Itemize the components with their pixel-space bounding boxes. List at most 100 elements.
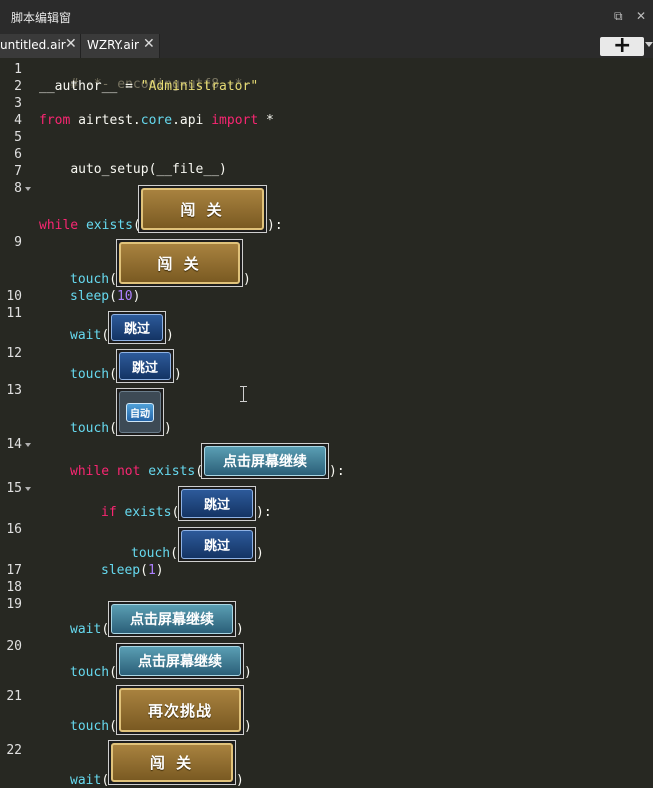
function-name: sleep bbox=[101, 563, 141, 578]
code-line: touch( bbox=[70, 719, 117, 734]
function-name: touch bbox=[70, 272, 110, 287]
paren: ): bbox=[256, 505, 272, 520]
keyword: from bbox=[39, 113, 71, 128]
function-name: touch bbox=[70, 421, 110, 436]
code-line: sleep(10) bbox=[70, 289, 140, 304]
operator: * bbox=[258, 113, 274, 128]
screenshot-image-tiaoguo[interactable]: 跳过 bbox=[116, 349, 174, 383]
paren: ( bbox=[132, 218, 141, 233]
paren: ) bbox=[155, 563, 164, 578]
code-line: sleep(1) bbox=[101, 563, 164, 578]
text-cursor-icon bbox=[240, 386, 247, 402]
function-name: wait bbox=[70, 328, 102, 343]
image-label: 跳过 bbox=[181, 530, 253, 559]
fold-arrow-icon[interactable] bbox=[25, 487, 31, 491]
screenshot-image-tiaoguo[interactable]: 跳过 bbox=[178, 527, 256, 562]
line-number: 1 bbox=[14, 62, 22, 77]
image-label: 闯 关 bbox=[111, 743, 233, 782]
image-label: 跳过 bbox=[181, 489, 253, 518]
paren: ( bbox=[109, 719, 117, 734]
string-literal: "Administrator" bbox=[140, 79, 259, 94]
paren: ) bbox=[236, 622, 244, 637]
line-number: 18 bbox=[6, 580, 22, 595]
function-name: wait bbox=[70, 773, 102, 788]
screenshot-image-zaici[interactable]: 再次挑战 bbox=[116, 685, 244, 735]
image-label: 跳过 bbox=[119, 352, 171, 380]
paren: ): bbox=[267, 218, 283, 233]
code-line: ) bbox=[244, 665, 252, 680]
keyword: not bbox=[116, 464, 141, 479]
paren: ( bbox=[170, 546, 178, 561]
image-label: 点击屏幕继续 bbox=[111, 604, 233, 634]
code-line: while exists( bbox=[39, 218, 141, 233]
module-name: airtest. bbox=[70, 113, 141, 128]
code-line: ) bbox=[244, 719, 252, 734]
code-line: ) bbox=[174, 367, 182, 382]
close-icon[interactable]: ✕ bbox=[636, 9, 647, 23]
image-label: 闯 关 bbox=[119, 242, 240, 284]
function-call: auto_setup(__file__) bbox=[70, 162, 227, 177]
tab-wzry[interactable]: WZRY.air ✕ bbox=[81, 34, 160, 58]
code-line: while not exists( bbox=[70, 464, 203, 479]
code-line: touch( bbox=[70, 367, 117, 382]
code-line: ) bbox=[256, 546, 264, 561]
restore-icon[interactable]: ⧉ bbox=[614, 9, 623, 23]
tab-close-icon[interactable]: ✕ bbox=[65, 36, 77, 52]
function-name: touch bbox=[131, 546, 171, 561]
line-number: 9 bbox=[14, 235, 22, 250]
code-line: ) bbox=[243, 272, 251, 287]
add-tab-button[interactable]: + bbox=[600, 33, 644, 58]
function-name: touch bbox=[70, 719, 110, 734]
code-line: ) bbox=[236, 773, 244, 788]
screenshot-image-tiaoguo[interactable]: 跳过 bbox=[178, 486, 256, 521]
line-number: 10 bbox=[6, 289, 22, 304]
screenshot-image-auto[interactable]: 自动 bbox=[116, 388, 164, 436]
line-number: 12 bbox=[6, 346, 22, 361]
line-number: 7 bbox=[14, 164, 22, 179]
image-label: 点击屏幕继续 bbox=[204, 446, 326, 476]
line-number: 2 bbox=[14, 79, 22, 94]
fold-arrow-icon[interactable] bbox=[25, 443, 31, 447]
code-line: wait( bbox=[70, 773, 109, 788]
screenshot-image-chuangguan[interactable]: 闯 关 bbox=[116, 239, 243, 287]
line-number: 3 bbox=[14, 96, 22, 111]
line-gutter: 1 2 3 4 5 6 7 8 9 10 11 12 13 14 15 16 1… bbox=[0, 58, 34, 785]
screenshot-image-dianji[interactable]: 点击屏幕继续 bbox=[201, 443, 329, 479]
identifier: __author__ bbox=[39, 79, 118, 94]
paren: ( bbox=[101, 328, 110, 343]
line-number: 20 bbox=[6, 639, 22, 654]
keyword: if bbox=[101, 505, 117, 520]
module-name: .api bbox=[172, 113, 212, 128]
tab-label: untitled.air bbox=[0, 38, 66, 52]
tab-close-icon[interactable]: ✕ bbox=[143, 36, 155, 52]
paren: ( bbox=[109, 289, 117, 304]
paren: ) bbox=[244, 665, 252, 680]
screenshot-image-tiaoguo[interactable]: 跳过 bbox=[108, 311, 166, 344]
chevron-down-icon[interactable] bbox=[645, 42, 653, 47]
image-label: 跳过 bbox=[111, 314, 163, 341]
number-literal: 1 bbox=[147, 563, 156, 578]
line-number: 13 bbox=[6, 383, 22, 398]
code-editor[interactable]: 1 2 3 4 5 6 7 8 9 10 11 12 13 14 15 16 1… bbox=[0, 58, 653, 788]
screenshot-image-dianji[interactable]: 点击屏幕继续 bbox=[116, 643, 244, 679]
function-name: exists bbox=[148, 464, 196, 479]
fold-arrow-icon[interactable] bbox=[25, 187, 31, 191]
code-line: touch( bbox=[131, 546, 178, 561]
code-line: from airtest.core.api import * bbox=[39, 113, 274, 128]
tab-bar: untitled.air ✕ WZRY.air ✕ bbox=[0, 34, 653, 58]
paren: ) bbox=[256, 546, 264, 561]
paren: ( bbox=[101, 773, 110, 788]
screenshot-image-chuangguan[interactable]: 闯 关 bbox=[138, 185, 267, 233]
image-label: 点击屏幕继续 bbox=[119, 646, 241, 676]
screenshot-image-chuangguan[interactable]: 闯 关 bbox=[108, 740, 236, 785]
line-number: 11 bbox=[6, 306, 22, 321]
screenshot-image-dianji[interactable]: 点击屏幕继续 bbox=[108, 601, 236, 637]
paren: ( bbox=[101, 622, 110, 637]
line-number: 21 bbox=[6, 689, 22, 704]
code-line: wait( bbox=[70, 328, 109, 343]
line-number: 5 bbox=[14, 130, 22, 145]
code-line: if exists( bbox=[101, 505, 179, 520]
tab-untitled[interactable]: untitled.air ✕ bbox=[0, 34, 81, 58]
code-line: touch( bbox=[70, 421, 117, 436]
image-label: 自动 bbox=[126, 402, 154, 422]
